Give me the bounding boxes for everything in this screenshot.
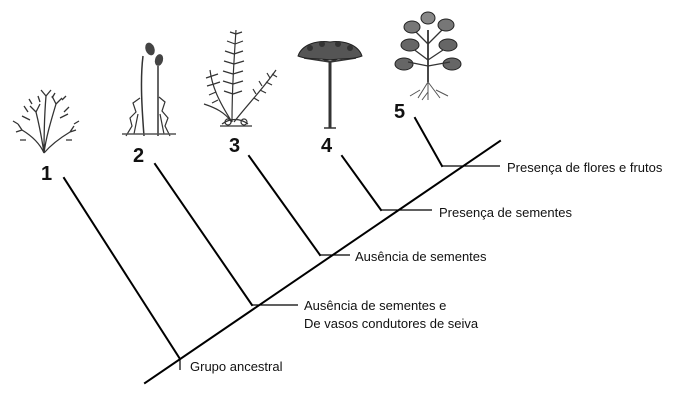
node-label-5: Presença de flores e frutos [507, 160, 663, 175]
alga-plant-icon [12, 89, 80, 154]
node-label-ancestral: Grupo ancestral [190, 359, 283, 374]
taxon-number-3: 3 [229, 135, 240, 157]
taxon-number-1: 1 [41, 163, 52, 185]
main-trunk-line [143, 139, 502, 385]
fern-plant-icon [203, 29, 278, 127]
node-label-2-line1: Ausência de sementes e [304, 298, 446, 313]
branch-3-line [247, 154, 322, 257]
node-label-2-line2: De vasos condutores de seiva [304, 316, 479, 331]
branch-5-line [413, 116, 444, 168]
branch-1-line [62, 176, 182, 361]
taxon-number-5: 5 [394, 101, 405, 123]
taxon-number-4: 4 [321, 135, 333, 157]
branch-2-line [153, 162, 254, 307]
node-label-3: Ausência de sementes [355, 249, 487, 264]
branch-4-line [340, 154, 383, 212]
taxon-number-2: 2 [133, 145, 144, 167]
moss-plant-icon [122, 42, 176, 137]
node-label-4: Presença de sementes [439, 205, 572, 220]
flowering-plant-icon [394, 11, 462, 101]
pine-tree-icon [297, 41, 363, 129]
